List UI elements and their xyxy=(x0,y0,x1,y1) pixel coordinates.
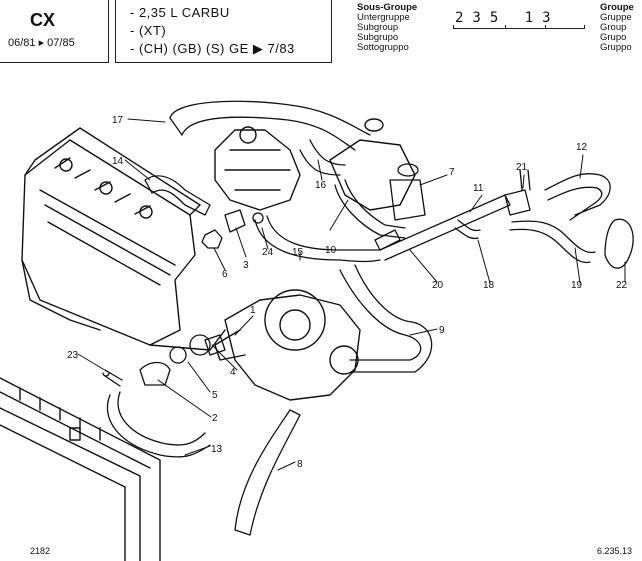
production-dates: 06/81 ▸ 07/85 xyxy=(8,37,75,49)
callout-19: 19 xyxy=(571,280,583,291)
applicability-line-3: - (CH) (GB) (S) GE ▶ 7/83 xyxy=(130,41,295,56)
callout-2: 2 xyxy=(212,413,218,424)
header-left-box xyxy=(0,0,109,63)
callout-24: 24 xyxy=(262,247,274,258)
code-tick xyxy=(584,25,585,29)
subgroup-label-it: Sottogruppo xyxy=(357,42,409,53)
code-underline xyxy=(453,28,585,29)
subgroup-code: 235 13 xyxy=(455,10,560,26)
callout-5: 5 xyxy=(212,390,218,401)
callout-18: 18 xyxy=(483,280,495,291)
callout-10: 10 xyxy=(325,245,337,256)
applicability-line-2: - (XT) xyxy=(130,23,167,38)
callout-22: 22 xyxy=(616,280,628,291)
callout-6: 6 xyxy=(222,269,228,280)
group-label-fr: Groupe xyxy=(600,2,634,13)
callout-23: 23 xyxy=(67,350,79,361)
expansion-tank xyxy=(329,118,416,211)
applicability-line-1: - 2,35 L CARBU xyxy=(130,5,230,20)
callout-1: 1 xyxy=(250,305,256,316)
callout-21: 21 xyxy=(516,162,528,173)
subgroup-label-es: Subgrupo xyxy=(357,32,399,43)
callout-15: 15 xyxy=(292,247,304,258)
callout-9: 9 xyxy=(439,325,445,336)
callout-20: 20 xyxy=(432,280,444,291)
group-label-en: Group xyxy=(600,22,627,33)
engine-block xyxy=(21,127,226,351)
carburettor-body xyxy=(214,126,301,211)
callout-17: 17 xyxy=(112,115,124,126)
callout-16: 16 xyxy=(315,180,327,191)
callout-11: 11 xyxy=(473,183,484,194)
footer-right-ref: 6.235.13 xyxy=(597,546,633,556)
subgroup-label-en: Subgroup xyxy=(357,22,399,33)
code-tick xyxy=(453,25,454,29)
code-tick xyxy=(505,25,506,29)
callout-12: 12 xyxy=(576,142,588,153)
group-label-it: Gruppo xyxy=(600,42,632,53)
leader-lines xyxy=(77,118,626,471)
subgroup-label-de: Untergruppe xyxy=(357,12,410,23)
callout-3: 3 xyxy=(243,260,249,271)
applicability-box xyxy=(115,0,332,63)
code-tick xyxy=(545,25,546,29)
group-label-de: Gruppe xyxy=(600,12,632,23)
callout-14: 14 xyxy=(112,156,124,167)
radiator xyxy=(0,377,161,561)
callout-8: 8 xyxy=(297,459,303,470)
callout-7: 7 xyxy=(449,167,455,178)
hoses xyxy=(102,100,634,536)
footer-left-ref: 2182 xyxy=(30,546,51,556)
subgroup-label-fr: Sous-Groupe xyxy=(357,2,418,13)
model-name: CX xyxy=(30,10,56,30)
group-label-es: Grupo xyxy=(600,32,627,43)
callout-13: 13 xyxy=(211,444,223,455)
callout-4: 4 xyxy=(230,367,236,378)
water-pump-housing xyxy=(214,289,361,401)
